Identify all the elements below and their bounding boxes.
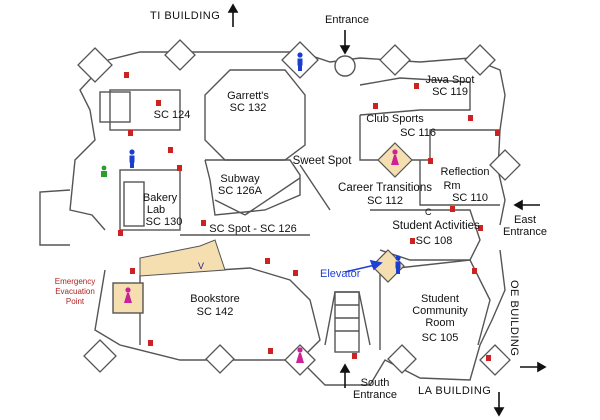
restroom-women-icon (124, 149, 399, 363)
restroom-men-icon (129, 52, 401, 274)
java-spot-number: SC 119 (432, 86, 468, 98)
la-building-label: LA BUILDING (418, 385, 492, 397)
reflection-line1: Reflection (440, 166, 490, 178)
java-spot-name: Java Spot (425, 74, 475, 86)
student-community-line1: Student (421, 293, 459, 305)
club-sports-number: SC 116 (400, 127, 436, 139)
east-entrance-line1: East (513, 214, 537, 226)
subway-number: SC 126A (217, 185, 263, 197)
south-entrance-line2: Entrance (352, 389, 398, 401)
club-sports-name: Club Sports (366, 113, 424, 125)
emergency-line3: Point (65, 297, 85, 306)
emergency-line2: Evacuation (55, 287, 95, 296)
student-community-number: SC 105 (421, 332, 459, 344)
career-transitions-number: SC 112 (367, 195, 403, 207)
elevator-pointer-arrow (344, 259, 383, 273)
student-activities-name: Student Activities (392, 220, 480, 232)
career-transitions-name: Career Transitions (338, 182, 432, 194)
bakery-lab-line1: Bakery (142, 192, 178, 204)
ti-building-label: TI BUILDING (150, 10, 221, 22)
north-entrance-label: Entrance (324, 14, 370, 26)
bookstore-name: Bookstore (190, 293, 240, 305)
emergency-line1: Emergency (54, 277, 96, 286)
subway-name: Subway (220, 173, 260, 185)
marker-c: C (425, 207, 432, 217)
north-entrance-rotunda (334, 55, 356, 77)
bookstore-number: SC 142 (196, 306, 234, 318)
garretts-number: SC 132 (229, 102, 267, 114)
bakery-lab-line2: Lab (146, 204, 166, 216)
reflection-line2: Rm (443, 180, 461, 192)
garretts-name: Garrett's (227, 90, 269, 102)
student-community-line3: Room (425, 317, 455, 329)
highlight-corridor (139, 239, 226, 277)
elevator-label: Elevator (320, 268, 361, 280)
bakery-lab-number: SC 130 (145, 216, 183, 228)
student-community-line2: Community (412, 305, 468, 317)
sc-spot-label: SC Spot - SC 126 (209, 223, 297, 235)
first-aid-icon (101, 165, 107, 177)
fire-extinguisher-markers (118, 72, 500, 361)
student-activities-number: SC 108 (415, 235, 453, 247)
reflection-number: SC 110 (452, 192, 488, 204)
east-entrance-line2: Entrance (502, 226, 548, 238)
marker-v: V (198, 261, 205, 271)
sweet-spot-name: Sweet Spot (292, 155, 352, 167)
oe-building-label: OE BUILDING (508, 280, 520, 357)
direction-arrows (227, 3, 547, 417)
sc124-number: SC 124 (153, 109, 191, 121)
south-entrance-line1: South (360, 377, 390, 389)
